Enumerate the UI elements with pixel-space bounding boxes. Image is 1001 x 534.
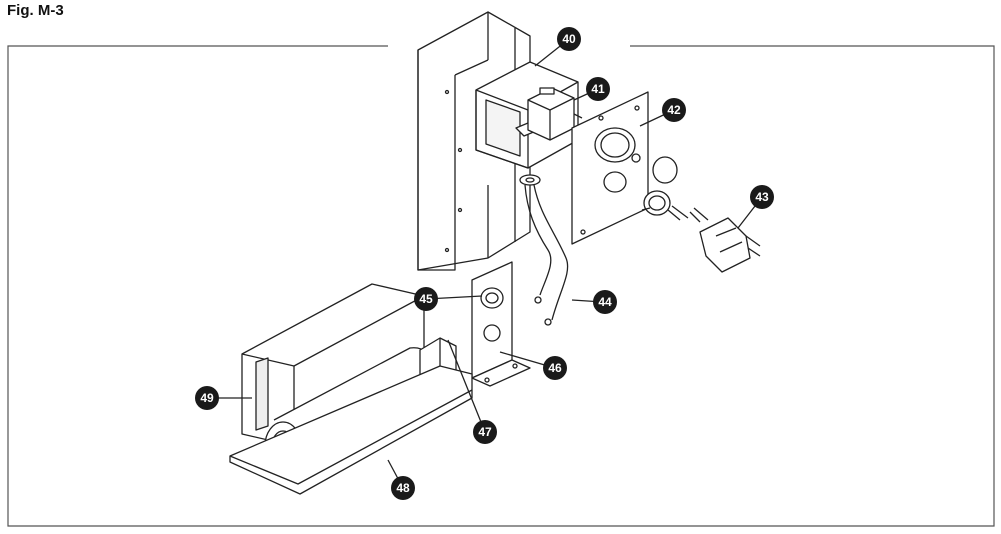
callout-49: 49 xyxy=(195,386,219,410)
callout-40-label: 40 xyxy=(562,32,576,46)
callout-41-label: 41 xyxy=(591,82,605,96)
callout-41: 41 xyxy=(586,77,610,101)
callout-47: 47 xyxy=(473,420,497,444)
callout-48: 48 xyxy=(391,476,415,500)
power-cord xyxy=(667,205,761,273)
callout-49-label: 49 xyxy=(200,391,214,405)
callout-46-label: 46 xyxy=(548,361,562,375)
callout-48-label: 48 xyxy=(396,481,410,495)
callout-45-label: 45 xyxy=(419,292,433,306)
wire-terminals xyxy=(534,296,552,326)
callout-46: 46 xyxy=(543,356,567,380)
figure-frame xyxy=(7,45,995,527)
callout-43: 43 xyxy=(750,185,774,209)
callout-47-label: 47 xyxy=(478,425,492,439)
motor-unit xyxy=(527,87,583,141)
control-knob xyxy=(641,156,678,216)
wire-grommet xyxy=(519,174,569,321)
cover-plate xyxy=(571,91,649,245)
callout-40: 40 xyxy=(557,27,581,51)
callout-45: 45 xyxy=(414,287,438,311)
mounting-plate xyxy=(471,261,531,387)
callout-44-label: 44 xyxy=(598,295,612,309)
callout-44: 44 xyxy=(593,290,617,314)
callout-42-label: 42 xyxy=(667,103,681,117)
callout-42: 42 xyxy=(662,98,686,122)
figure-title: Fig. M-3 xyxy=(7,2,64,19)
callout-43-label: 43 xyxy=(755,190,769,204)
